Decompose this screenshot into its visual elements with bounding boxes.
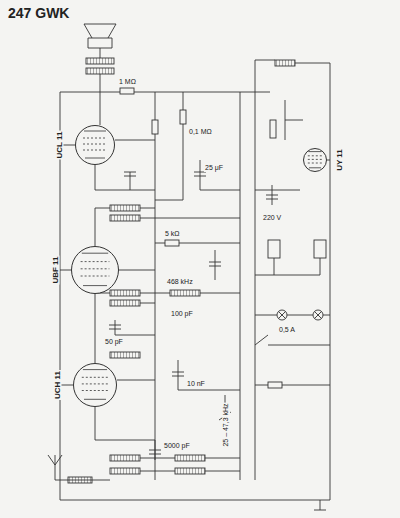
tube-envelope <box>71 246 119 294</box>
diagram-title: 247 GWK <box>8 5 69 21</box>
component-value: 0,1 MΩ <box>188 128 213 136</box>
component-value: 5 kΩ <box>164 230 181 238</box>
tube-label: UY 11 <box>335 148 344 172</box>
component-value: 25 μF <box>204 164 224 172</box>
tube-envelope <box>73 363 117 407</box>
tube-symbol: UCL 11 <box>75 125 115 165</box>
component-value: 220 V <box>262 214 282 222</box>
component-value: 1 MΩ <box>118 78 137 86</box>
component-value: 468 kHz <box>166 278 194 286</box>
tube-envelope <box>303 148 327 172</box>
tube-label: UBF 11 <box>51 255 60 284</box>
component-value: 50 pF <box>104 338 124 346</box>
component-value: 100 pF <box>170 310 194 318</box>
component-value: 25 – 47,3 kHz <box>222 402 230 447</box>
speaker <box>84 24 116 48</box>
tube-symbol: UY 11 <box>303 148 327 172</box>
component-value: 0,5 A <box>278 326 296 334</box>
tube-envelope <box>75 125 115 165</box>
tube-label: UCL 11 <box>55 131 64 160</box>
component-value: 10 nF <box>186 380 206 388</box>
tube-label: UCH 11 <box>53 370 62 400</box>
tube-symbol: UCH 11 <box>73 363 117 407</box>
component-value: 5000 pF <box>163 442 191 450</box>
tube-symbol: UBF 11 <box>71 246 119 294</box>
